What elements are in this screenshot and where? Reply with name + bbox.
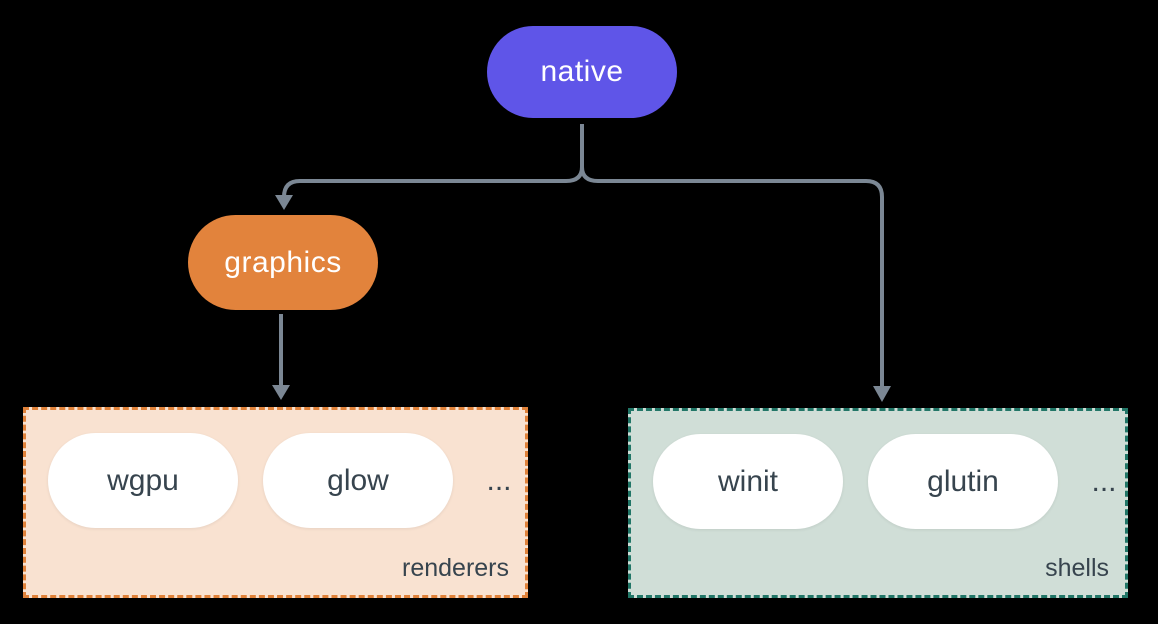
node-wgpu-label: wgpu	[107, 463, 179, 497]
node-graphics: graphics	[188, 215, 378, 310]
node-glutin-label: glutin	[927, 464, 999, 498]
connector-branch-shells	[580, 166, 884, 388]
node-native: native	[487, 26, 677, 118]
node-wgpu: wgpu	[48, 433, 238, 528]
node-glow: glow	[263, 433, 453, 528]
node-glutin: glutin	[868, 434, 1058, 529]
shells-ellipsis: ...	[1091, 464, 1117, 498]
group-renderers: wgpu glow ... renderers	[23, 407, 528, 598]
node-winit: winit	[653, 434, 843, 529]
node-native-label: native	[540, 55, 624, 88]
arrowhead-renderers-icon	[272, 385, 290, 400]
shells-group-label: shells	[1045, 554, 1109, 582]
arrowhead-graphics-icon	[275, 195, 293, 210]
node-graphics-label: graphics	[224, 245, 342, 279]
arrowhead-shells-icon	[873, 386, 891, 402]
renderers-group-label: renderers	[402, 554, 509, 582]
node-glow-label: glow	[327, 463, 389, 497]
connector-branch-graphics	[282, 166, 584, 198]
renderers-ellipsis: ...	[486, 463, 512, 497]
group-shells: winit glutin ... shells	[628, 408, 1128, 598]
node-winit-label: winit	[717, 464, 778, 498]
